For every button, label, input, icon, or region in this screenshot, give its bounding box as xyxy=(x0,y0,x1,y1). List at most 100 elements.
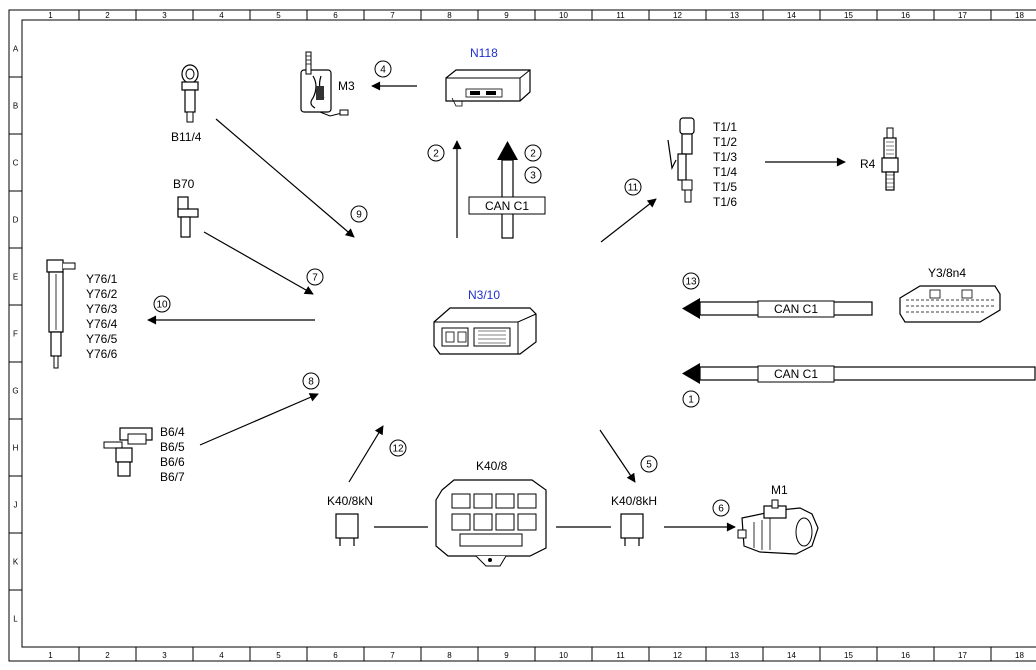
t1-4-label: T1/4 xyxy=(713,165,737,179)
row-label: D xyxy=(13,216,19,225)
column-label-bottom: 6 xyxy=(333,651,338,660)
row-label: B xyxy=(13,102,18,111)
signal-3-circle xyxy=(524,166,542,184)
t1-1-label: T1/1 xyxy=(713,120,737,134)
column-label-top: 12 xyxy=(673,11,682,20)
m1-starter-motor-icon xyxy=(737,499,819,555)
b70-label: B70 xyxy=(173,177,195,191)
column-label-bottom: 9 xyxy=(504,651,509,660)
y76-1-label: Y76/1 xyxy=(86,272,118,286)
signal-6-circle xyxy=(712,499,730,517)
column-label-top: 14 xyxy=(787,11,796,20)
signal-11-circle xyxy=(624,178,642,196)
signal-12-number: 12 xyxy=(392,444,404,455)
column-label-top: 8 xyxy=(447,11,452,20)
row-label: E xyxy=(13,273,18,282)
y76-4-label: Y76/4 xyxy=(86,317,118,331)
can-label-box-y3 xyxy=(757,300,835,318)
n3-10-label: N3/10 xyxy=(468,288,500,302)
column-label-top: 4 xyxy=(219,11,224,20)
signal-8-circle xyxy=(302,372,320,390)
t1-ignition-coil-icon xyxy=(667,117,695,203)
signal-2a-number: 2 xyxy=(433,149,439,160)
column-label-bottom: 17 xyxy=(958,651,967,660)
column-label-top: 9 xyxy=(504,11,509,20)
column-label-bottom: 2 xyxy=(105,651,110,660)
column-label-bottom: 13 xyxy=(730,651,739,660)
t1-2-label: T1/2 xyxy=(713,135,737,149)
arrow-n3-10-to-k40-8kh xyxy=(599,429,636,483)
signal-5-number: 5 xyxy=(646,460,652,471)
arrow-k40-8kn-to-n3-10 xyxy=(348,425,384,483)
b6-5-label: B6/5 xyxy=(160,440,185,454)
signal-11-number: 11 xyxy=(628,183,639,194)
signal-8-number: 8 xyxy=(308,377,314,388)
b6-camshaft-sensor-icon xyxy=(103,427,153,477)
column-label-top: 17 xyxy=(958,11,967,20)
signal-9-number: 9 xyxy=(356,210,362,221)
y76-injector-icon xyxy=(46,259,76,369)
signal-1-number: 1 xyxy=(688,395,694,406)
column-label-top: 1 xyxy=(48,11,53,20)
m3-label: M3 xyxy=(338,79,355,93)
signal-4-circle xyxy=(374,60,392,78)
row-label: A xyxy=(13,45,19,54)
row-label: H xyxy=(13,444,19,453)
column-label-bottom: 11 xyxy=(616,651,625,660)
signal-10-number: 10 xyxy=(156,300,168,311)
signal-5-circle xyxy=(640,455,658,473)
column-label-bottom: 1 xyxy=(48,651,53,660)
column-label-top: 13 xyxy=(730,11,739,20)
signal-13-number: 13 xyxy=(685,277,697,288)
m1-label: M1 xyxy=(771,483,788,497)
column-label-top: 3 xyxy=(162,11,167,20)
can-label-box-up xyxy=(468,196,546,215)
column-label-top: 2 xyxy=(105,11,110,20)
y76-2-label: Y76/2 xyxy=(86,287,118,301)
signal-4-number: 4 xyxy=(380,65,386,76)
arrow-b6-to-n3-10 xyxy=(199,393,319,446)
column-label-bottom: 14 xyxy=(787,651,796,660)
signal-1-circle xyxy=(682,390,700,408)
column-label-top: 18 xyxy=(1015,11,1024,20)
column-label-bottom: 16 xyxy=(901,651,910,660)
y76-5-label: Y76/5 xyxy=(86,332,118,346)
column-label-bottom: 18 xyxy=(1015,651,1024,660)
column-ticks xyxy=(78,10,992,661)
column-label-top: 6 xyxy=(333,11,338,20)
column-label-top: 5 xyxy=(276,11,281,20)
k40-8-label: K40/8 xyxy=(476,459,508,473)
r4-spark-plug-icon xyxy=(881,127,899,191)
column-label-bottom: 15 xyxy=(844,651,853,660)
column-label-bottom: 7 xyxy=(390,651,395,660)
signal-2b-number: 2 xyxy=(530,149,536,160)
signal-7-number: 7 xyxy=(312,273,318,284)
b11-4-label: B11/4 xyxy=(171,130,202,144)
signal-3-number: 3 xyxy=(530,171,536,182)
t1-5-label: T1/5 xyxy=(713,180,737,194)
signal-10-circle xyxy=(153,295,171,313)
column-label-top: 10 xyxy=(559,11,568,20)
k40-8kh-relay-icon xyxy=(620,513,644,546)
b70-crankshaft-sensor-icon xyxy=(177,196,199,238)
column-label-top: 16 xyxy=(901,11,910,20)
can-label-y3: CAN C1 xyxy=(774,302,818,316)
m3-fuel-pump-icon xyxy=(300,51,349,117)
row-label: J xyxy=(14,501,18,510)
signal-2a-circle xyxy=(427,144,445,162)
arrow-b70-to-n3-10 xyxy=(203,231,314,295)
b6-6-label: B6/6 xyxy=(160,455,185,469)
n118-module xyxy=(445,69,531,107)
can-c1-bus-up xyxy=(497,141,518,239)
signal-12-circle xyxy=(389,439,407,457)
signal-2b-circle xyxy=(524,144,542,162)
y76-6-label: Y76/6 xyxy=(86,347,118,361)
row-label: L xyxy=(13,615,18,624)
can-label-input: CAN C1 xyxy=(774,367,818,381)
b6-7-label: B6/7 xyxy=(160,470,185,484)
row-label: K xyxy=(13,558,19,567)
row-label: C xyxy=(13,159,19,168)
